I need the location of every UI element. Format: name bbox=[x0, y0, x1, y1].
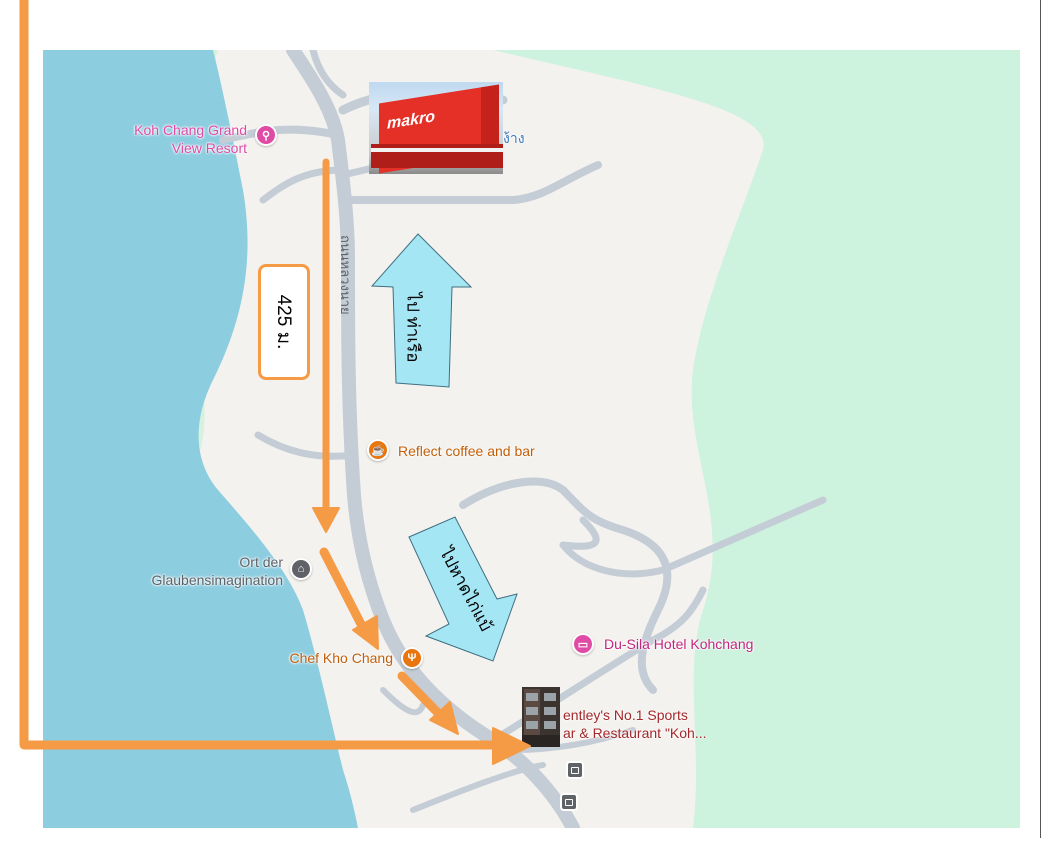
green-area bbox=[493, 50, 1020, 828]
distance-label-box: 425 ม. bbox=[258, 264, 310, 380]
to-pier-label: ไป ท่าเรือ bbox=[403, 292, 423, 363]
route-line-left bbox=[19, 0, 505, 750]
path-arrow-2-line bbox=[397, 671, 445, 720]
road-name-label: ถนนหลวงนาย bbox=[338, 235, 353, 315]
page-edge bbox=[1040, 0, 1041, 838]
place-label-bentley[interactable]: entley's No.1 Sports ar & Restaurant "Ko… bbox=[563, 707, 707, 741]
path-arrowhead-2 bbox=[429, 701, 459, 735]
path-arrow-1-line bbox=[319, 547, 368, 633]
photo-stripe bbox=[371, 148, 503, 152]
map-canvas[interactable]: ถนนหลวงนาย bbox=[43, 50, 1020, 828]
path-arrowhead-1 bbox=[352, 615, 379, 650]
route-arrowhead-bottom bbox=[492, 727, 531, 765]
distance-arrowhead bbox=[312, 507, 340, 533]
place-label-reflect[interactable]: Reflect coffee and bar bbox=[398, 443, 535, 459]
bentley-building-photo bbox=[522, 687, 560, 747]
water-area bbox=[43, 50, 358, 828]
bus-stop-icon[interactable] bbox=[560, 793, 578, 811]
distance-label: 425 ม. bbox=[273, 294, 294, 350]
resort-icon[interactable]: ⚲ bbox=[255, 124, 277, 146]
bus-stop-icon[interactable] bbox=[566, 761, 584, 779]
museum-icon[interactable]: ⌂ bbox=[290, 558, 312, 580]
place-label-chef[interactable]: Chef Kho Chang bbox=[289, 650, 393, 666]
arrow-to-beach bbox=[408, 516, 518, 662]
place-label-ort-der[interactable]: Ort der Glaubensimagination bbox=[151, 554, 283, 588]
coffee-icon[interactable]: ☕ bbox=[367, 439, 389, 461]
makro-store-photo: makro bbox=[369, 82, 503, 174]
place-label-makro-partial[interactable]: ง้าง bbox=[503, 130, 525, 146]
hotel-icon[interactable]: ▭ bbox=[572, 633, 594, 655]
place-label-du-sila[interactable]: Du-Sila Hotel Kohchang bbox=[604, 636, 754, 652]
arrow-to-pier bbox=[370, 233, 473, 388]
restaurant-icon[interactable]: Ψ bbox=[401, 647, 423, 669]
place-label-grand-view[interactable]: Koh Chang Grand View Resort bbox=[134, 122, 247, 156]
